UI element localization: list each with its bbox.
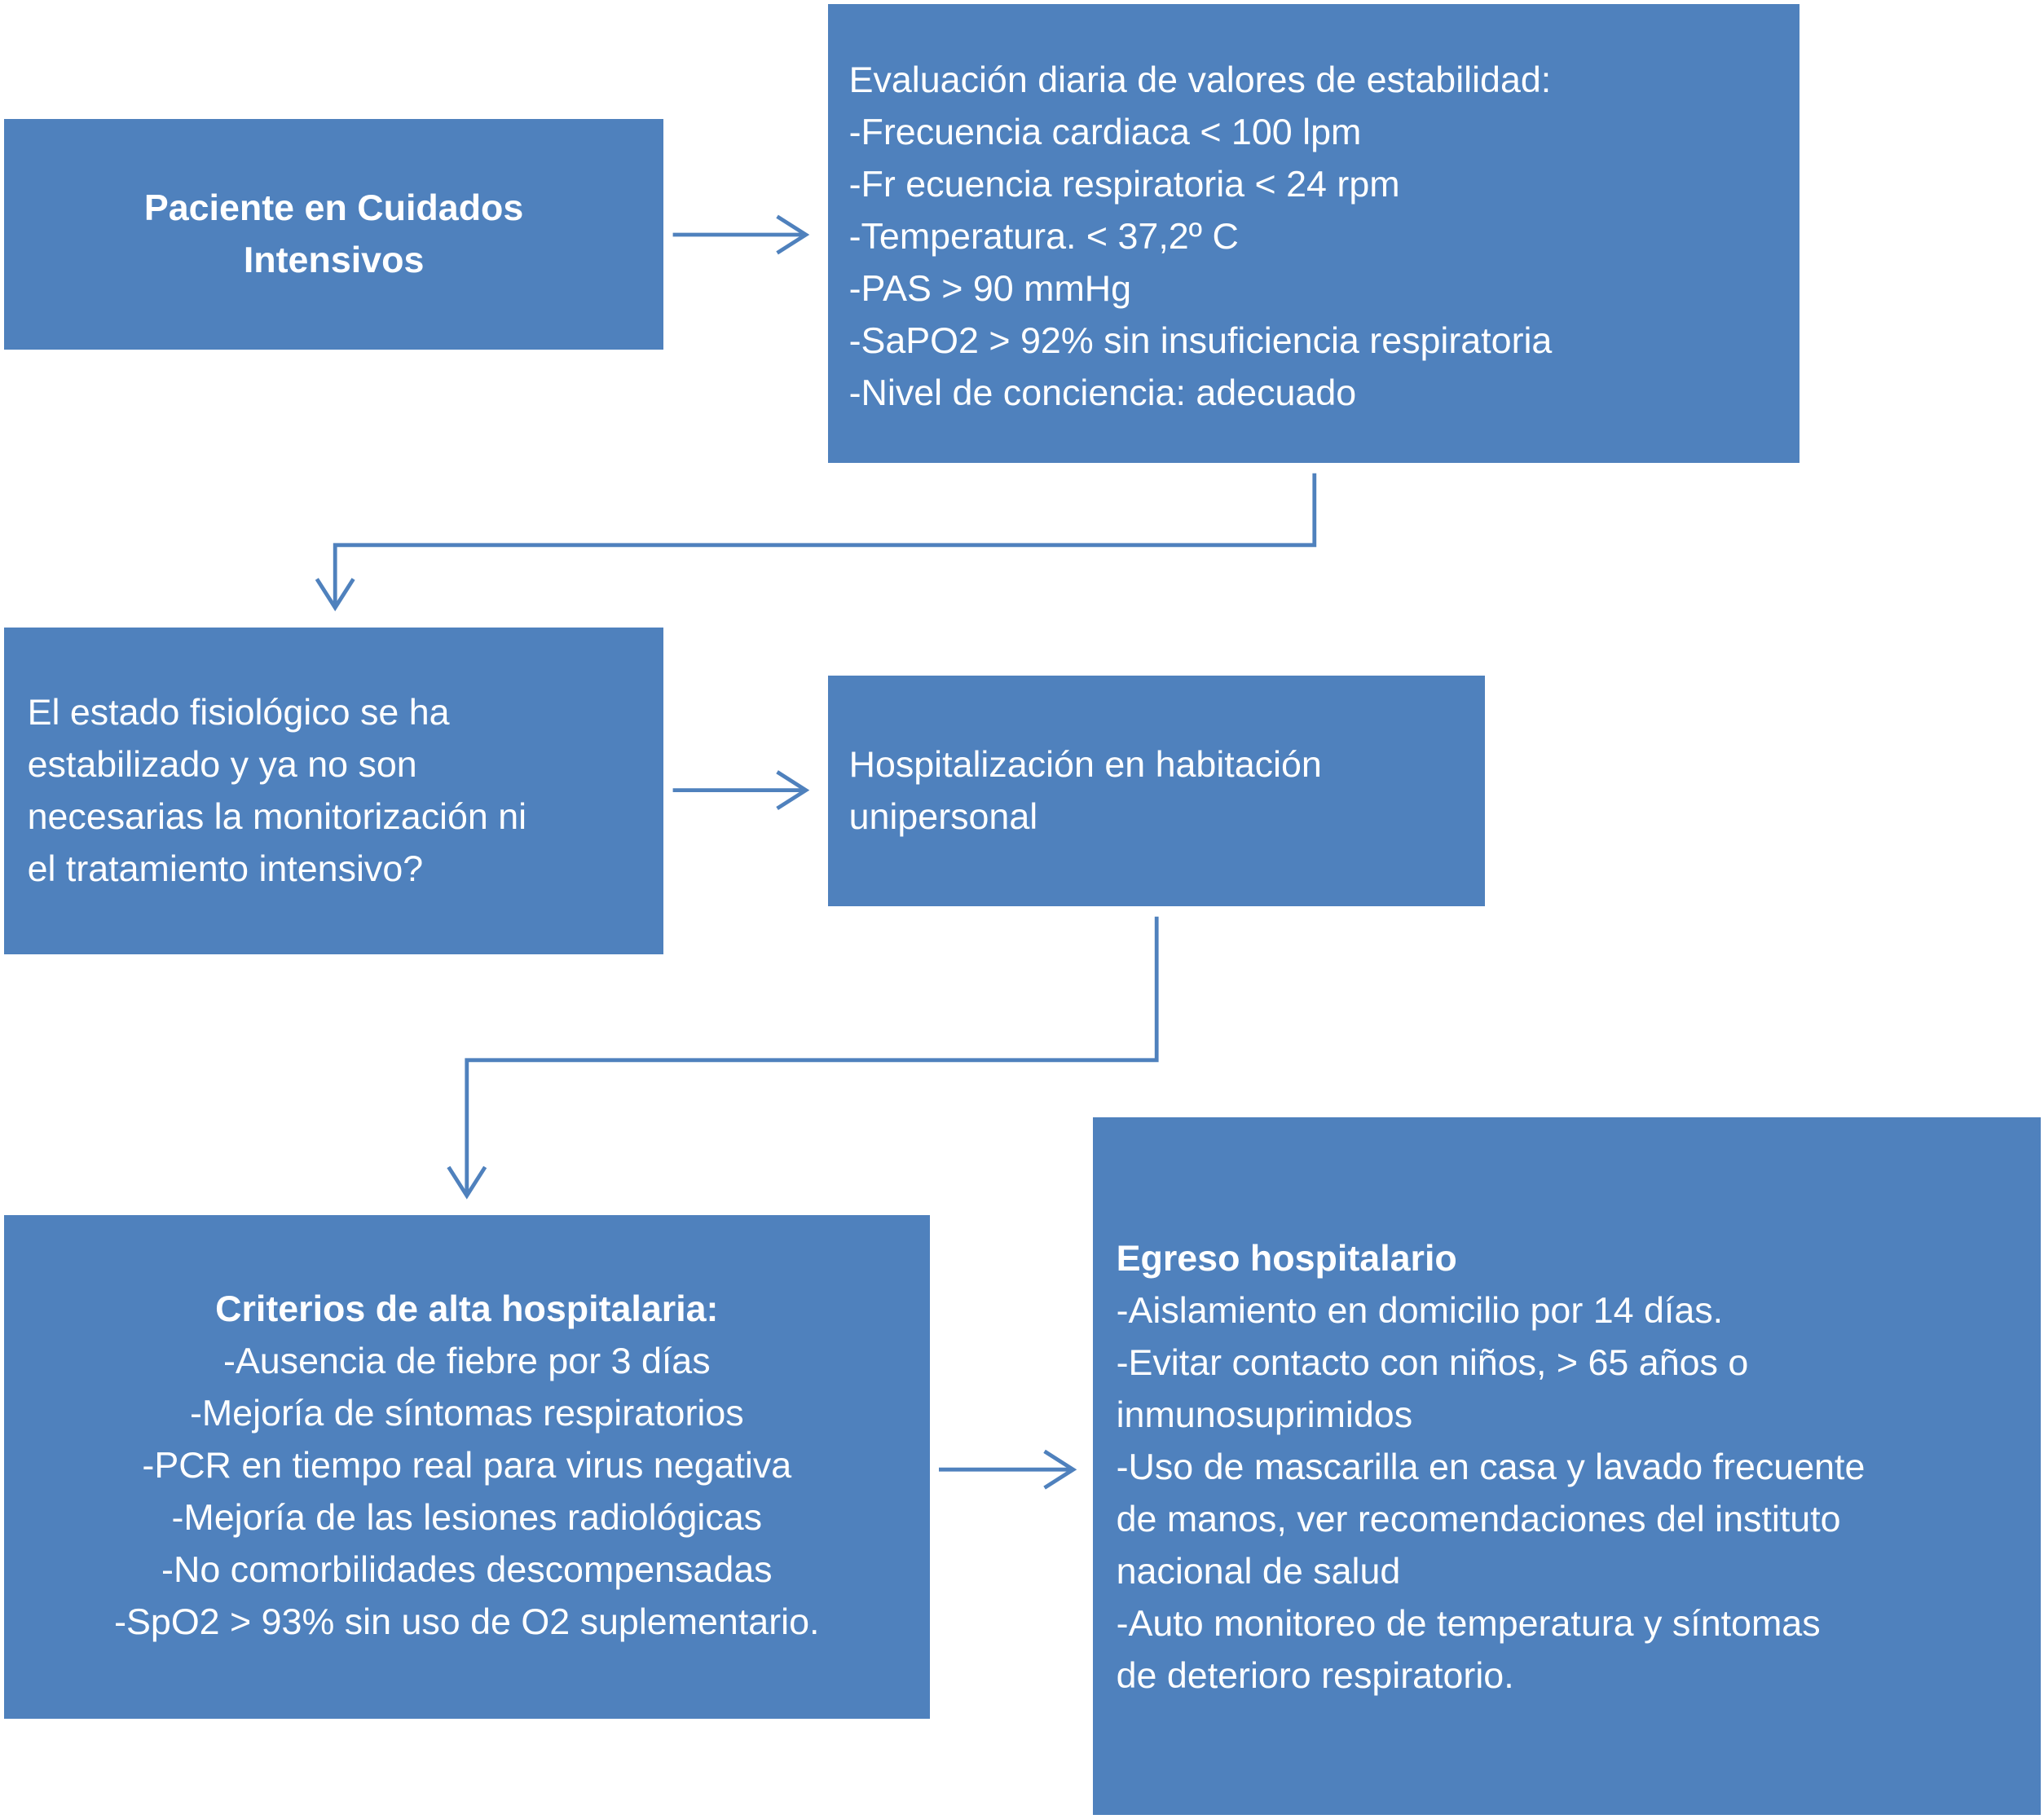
question-line: estabilizado y ya no son [27,743,417,785]
egress-item: -Auto monitoreo de temperatura y síntoma… [1116,1602,1821,1644]
criteria-item: -No comorbilidades descompensadas [161,1549,773,1591]
discharge-criteria-title: Criterios de alta hospitalaria: [215,1288,719,1330]
question-line: necesarias la monitorización ni [27,795,527,837]
criteria-item: -Mejoría de síntomas respiratorios [189,1393,744,1434]
arrow-icu-to-evaluation [672,214,810,255]
egress-item: nacional de salud [1116,1550,1401,1592]
egress-item: -Aislamiento en domicilio por 14 días. [1116,1289,1724,1331]
question-line: el tratamiento intensivo? [27,848,424,889]
arrow-question-to-hospitalization [672,770,810,811]
question-line: El estado fisiológico se ha [27,691,450,733]
arrow-evaluation-to-question [315,473,1317,612]
egress-item: -Evitar contacto con niños, > 65 años o [1116,1341,1749,1383]
hospitalization-line: unipersonal [848,795,1038,837]
criteria-item: -Mejoría de las lesiones radiológicas [171,1497,763,1539]
icu-patient-box: Paciente en Cuidados Intensivos [3,118,664,350]
criteria-item: -SpO2 > 93% sin uso de O2 suplementario. [114,1601,820,1643]
evaluation-item-blood-pressure: -PAS > 90 mmHg [848,267,1132,309]
stabilization-question-box: El estado fisiológico se ha estabilizado… [3,627,664,955]
icu-patient-title: Paciente en Cuidados Intensivos [143,187,524,281]
hospital-egress-box: Egreso hospitalario -Aislamiento en domi… [1092,1117,2041,1816]
egress-item: inmunosuprimidos [1116,1394,1413,1435]
hospitalization-box: Hospitalización en habitación unipersona… [828,675,1486,906]
egress-item: de deterioro respiratorio. [1116,1654,1514,1696]
evaluation-heading: Evaluación diaria de valores de estabili… [848,59,1552,100]
egress-title: Egreso hospitalario [1116,1237,1457,1279]
evaluation-item-heart-rate: -Frecuencia cardiaca < 100 lpm [848,111,1362,152]
egress-item: de manos, ver recomendaciones del instit… [1116,1498,1841,1539]
evaluation-item-respiratory-rate: -Fr ecuencia respiratoria < 24 rpm [848,163,1400,205]
criteria-item: -PCR en tiempo real para virus negativa [142,1445,792,1486]
arrow-criteria-to-egress [939,1449,1077,1490]
evaluation-item-consciousness: -Nivel de conciencia: adecuado [848,372,1357,413]
hospitalization-line: Hospitalización en habitación [848,743,1322,785]
criteria-item: -Ausencia de fiebre por 3 días [222,1341,711,1382]
egress-item: -Uso de mascarilla en casa y lavado frec… [1116,1446,1866,1487]
stability-evaluation-box: Evaluación diaria de valores de estabili… [828,3,1800,463]
arrow-hospitalization-to-criteria [447,916,1159,1200]
evaluation-item-saturation: -SaPO2 > 92% sin insuficiencia respirato… [848,319,1553,361]
discharge-criteria-box: Criterios de alta hospitalaria: -Ausenci… [3,1215,930,1719]
evaluation-item-temperature: -Temperatura. < 37,2º C [848,215,1239,257]
